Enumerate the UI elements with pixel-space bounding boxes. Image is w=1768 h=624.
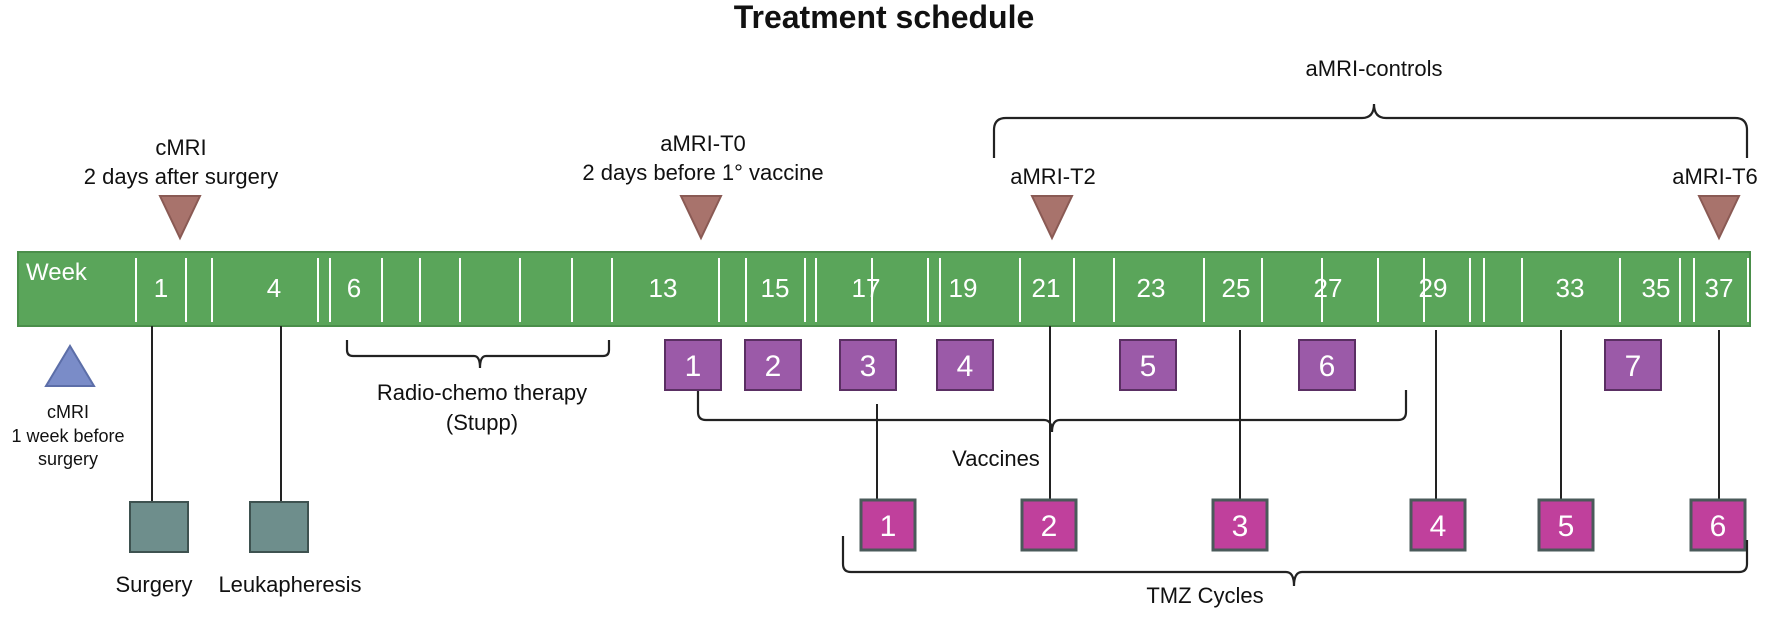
week-label: Week (26, 259, 88, 286)
tmz-cycle-box: 6 (1689, 498, 1747, 552)
vaccines-brace (696, 378, 1408, 433)
tmz-cycle-number: 2 (1041, 510, 1058, 543)
week-tick-label: 27 (1314, 273, 1343, 303)
tmz-cycle-number: 4 (1430, 510, 1447, 543)
vaccine-box: 7 (1604, 339, 1662, 391)
tmz-cycle-box: 5 (1537, 498, 1595, 552)
amri-t0-label-1: aMRI-T0 (660, 131, 746, 156)
radio-chemo-brace (345, 340, 611, 369)
tmz-cycle-number: 3 (1232, 510, 1249, 543)
cmri-post-label-2: 2 days after surgery (84, 164, 278, 189)
week-tick-label: 25 (1222, 273, 1251, 303)
vaccines-label: Vaccines (952, 446, 1040, 471)
tmz-label: TMZ Cycles (1146, 583, 1263, 608)
leukapheresis-box (249, 501, 309, 553)
week-tick-label: 13 (649, 273, 678, 303)
week-tick-label: 23 (1137, 273, 1166, 303)
tmz-cycle-number: 1 (880, 510, 897, 543)
vaccine-box: 2 (744, 339, 802, 391)
amri-t2-label: aMRI-T2 (1010, 164, 1096, 189)
week-tick-label: 1 (154, 273, 168, 303)
week-tick-label: 37 (1705, 273, 1734, 303)
vaccine-number: 5 (1140, 350, 1157, 383)
diagram-title: Treatment schedule (734, 0, 1035, 35)
vaccine-number: 6 (1319, 350, 1336, 383)
cmri-pre-marker-icon (44, 344, 96, 387)
tmz-brace (841, 536, 1749, 587)
vaccine-number: 1 (685, 350, 702, 383)
tmz-cycle-box: 1 (859, 498, 917, 552)
vaccine-boxes: 1 2 3 4 5 6 7 (664, 339, 1662, 391)
amri-t6-label: aMRI-T6 (1672, 164, 1758, 189)
cmri-post-marker-icon (158, 195, 202, 241)
radio-chemo-label-1: Radio-chemo therapy (377, 380, 587, 405)
controls-brace (992, 103, 1749, 158)
vaccine-box: 5 (1119, 339, 1177, 391)
tmz-cycle-box: 2 (1020, 498, 1078, 552)
week-tick-label: 15 (761, 273, 790, 303)
week-tick-label: 35 (1642, 273, 1671, 303)
amri-t2-marker-icon (1030, 195, 1074, 241)
week-tick-label: 21 (1032, 273, 1061, 303)
week-tick-label: 17 (852, 273, 881, 303)
amri-t0-marker-icon (679, 195, 723, 241)
week-tick-label: 6 (347, 273, 361, 303)
tmz-cycle-box: 3 (1211, 498, 1269, 552)
tmz-connector-lines (876, 326, 1720, 500)
cmri-pre-label-3: surgery (38, 449, 98, 469)
radio-chemo-label-2: (Stupp) (446, 410, 518, 435)
vaccine-box: 1 (664, 339, 722, 391)
amri-t0-label-2: 2 days before 1° vaccine (582, 160, 823, 185)
tmz-cycle-boxes: 1 2 3 4 5 6 (859, 498, 1747, 552)
vaccine-box: 4 (936, 339, 994, 391)
vaccine-number: 2 (765, 350, 782, 383)
tmz-cycle-number: 5 (1558, 510, 1575, 543)
cmri-pre-label-2: 1 week before (11, 426, 124, 446)
week-timeline-bar (17, 251, 1751, 327)
week-tick-label: 19 (949, 273, 978, 303)
week-tick-label: 33 (1556, 273, 1585, 303)
tmz-cycle-box: 4 (1409, 498, 1467, 552)
vaccine-number: 4 (957, 350, 974, 383)
cmri-pre-label-1: cMRI (47, 402, 89, 422)
amri-t6-marker-icon (1697, 195, 1741, 241)
controls-label: aMRI-controls (1306, 56, 1443, 81)
week-tick-labels: 1 4 6 13 15 17 19 21 23 25 27 29 33 35 37 (154, 273, 1734, 303)
week-dividers (135, 258, 1749, 322)
vaccine-number: 3 (860, 350, 877, 383)
week-tick-label: 4 (267, 273, 281, 303)
tmz-cycle-number: 6 (1710, 510, 1727, 543)
week-tick-label: 29 (1419, 273, 1448, 303)
vaccine-number: 7 (1625, 350, 1642, 383)
vaccine-box: 6 (1298, 339, 1356, 391)
leukapheresis-label: Leukapheresis (218, 572, 361, 597)
surgery-box (129, 501, 189, 553)
surgery-label: Surgery (115, 572, 192, 597)
cmri-post-label-1: cMRI (155, 135, 206, 160)
vaccine-box: 3 (839, 339, 897, 391)
